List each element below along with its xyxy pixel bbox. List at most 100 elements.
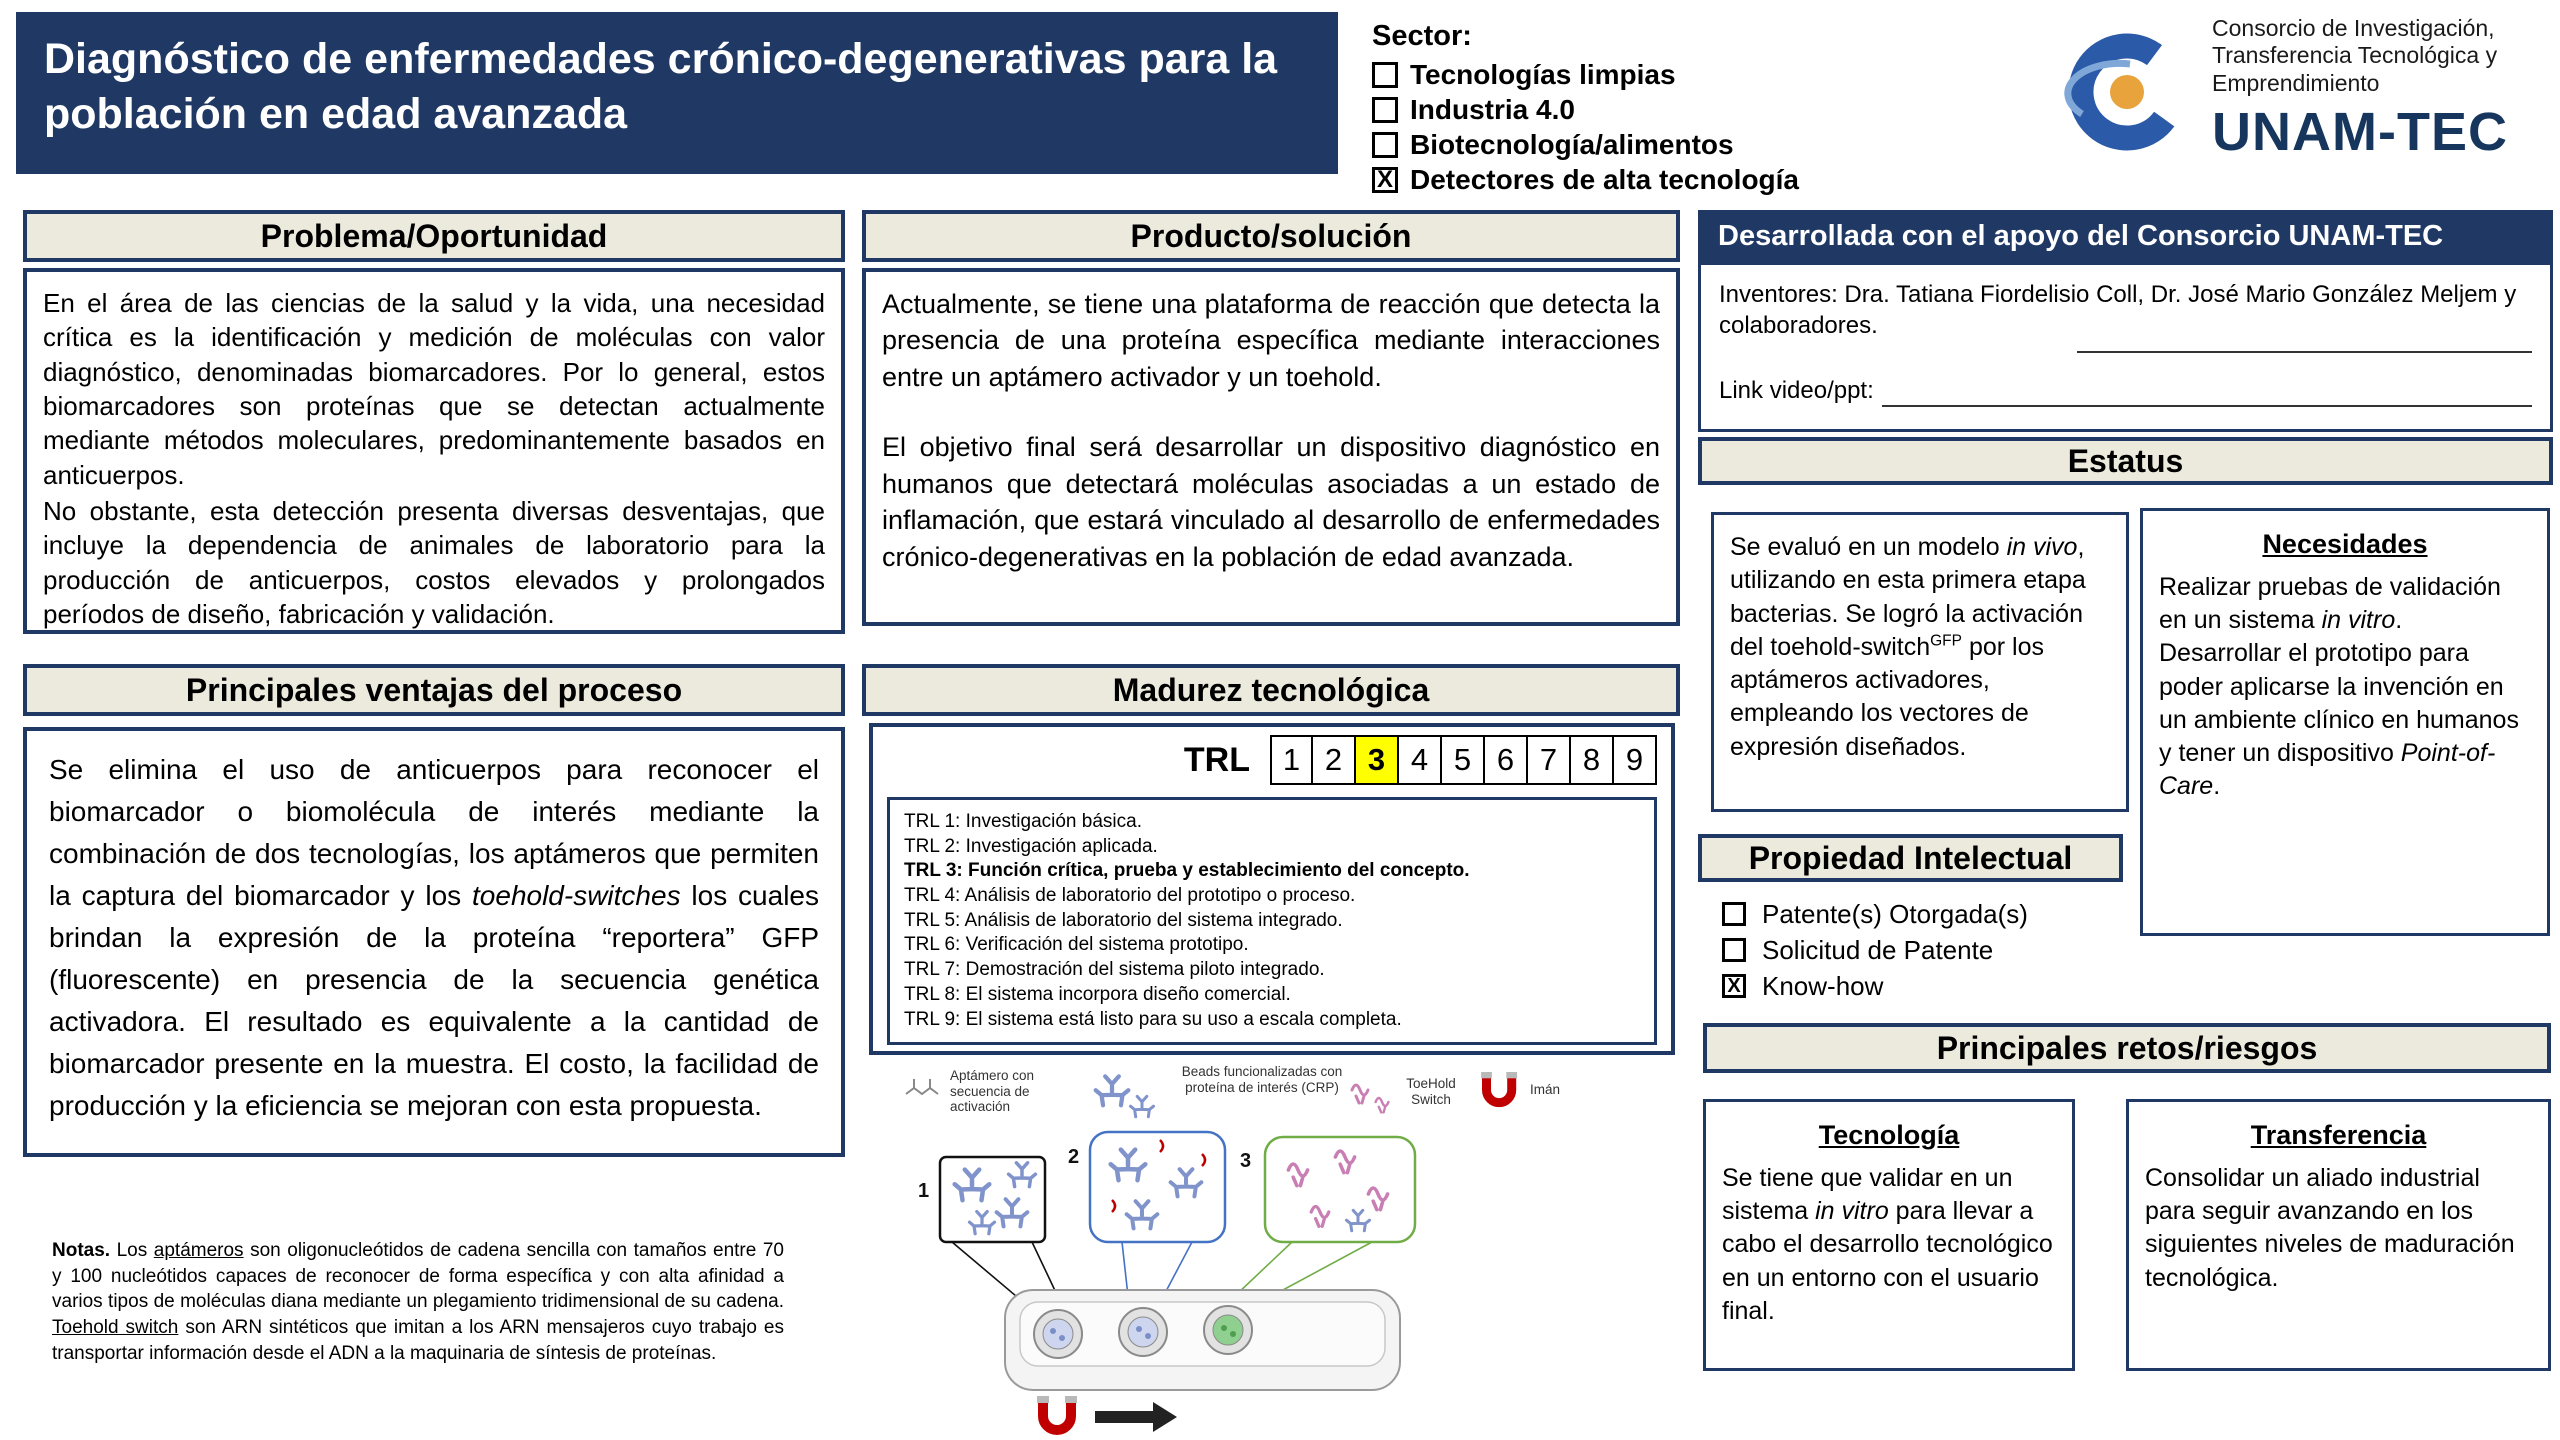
page-title: Diagnóstico de enfermedades crónico-dege…	[44, 35, 1278, 139]
section-title: Principales retos/riesgos	[1936, 1029, 2318, 1066]
checkbox-know-how[interactable]	[1722, 974, 1746, 998]
footnotes: Notas. Los aptámeros son oligonucleótido…	[52, 1240, 784, 1364]
unamtec-logo: Consorcio de Investigación, Transferenci…	[2052, 14, 2552, 164]
ventajas-body: Se elimina el uso de anticuerpos para re…	[23, 727, 845, 1157]
status-summary-text: Se evaluó en un modelo in vivo, utilizan…	[1730, 533, 2086, 761]
trl-cell-6: 6	[1485, 735, 1528, 785]
developed-with-title: Desarrollada con el apoyo del Consorcio …	[1718, 219, 2444, 252]
ip-option-patente-otorgada: Patente(s) Otorgada(s)	[1722, 896, 2152, 932]
diagram-step-2: 2	[1068, 1146, 1080, 1168]
title-banner: Diagnóstico de enfermedades crónico-dege…	[16, 12, 1338, 174]
producto-paragraph-2: El objetivo final será desarrollar un di…	[882, 432, 1660, 572]
diagram-label-aptamero: Aptámero con secuencia de activación	[950, 1068, 1035, 1115]
problema-body: En el área de las ciencias de la salud y…	[23, 268, 845, 634]
checkbox-solicitud-patente[interactable]	[1722, 938, 1746, 962]
trl-label: TRL	[1183, 740, 1250, 779]
section-title: Estatus	[2067, 442, 2184, 479]
ip-option-label: Know-how	[1762, 970, 1884, 1001]
sector-option-label: Detectores de alta tecnología	[1410, 163, 1800, 195]
process-diagram-figure	[905, 1062, 1690, 1440]
needs-text: Realizar pruebas de validación en un sis…	[2159, 572, 2519, 801]
sector-block: Sector: Tecnologías limpias Industria 4.…	[1372, 20, 2012, 197]
checkbox-tecnologias-limpias[interactable]	[1372, 61, 1398, 88]
transfer-risk-text: Consolidar un aliado industrial para seg…	[2145, 1163, 2515, 1292]
diagram-label-iman: Imán	[1530, 1082, 1561, 1097]
trl-cell-1: 1	[1270, 735, 1313, 785]
section-title: Producto/solución	[1130, 217, 1412, 254]
trl-legend-line: TRL 6: Verificación del sistema prototip…	[904, 934, 1249, 956]
sector-option-industria-40: Industria 4.0	[1372, 92, 2012, 127]
trl-legend: TRL 1: Investigación básica. TRL 2: Inve…	[887, 797, 1657, 1046]
trl-row: TRL 1 2 3 4 5 6 7 8 9	[887, 735, 1657, 785]
inventors-box: Inventores: Dra. Tatiana Fiordelisio Col…	[1698, 262, 2553, 432]
ip-option-know-how: Know-how	[1722, 968, 2152, 1004]
logo-name: UNAM-TEC	[2212, 101, 2508, 162]
producto-body: Actualmente, se tiene una plataforma de …	[862, 268, 1680, 626]
transfer-risk-title: Transferencia	[2250, 1120, 2427, 1150]
process-diagram: Aptámero con secuencia de activación Bea…	[890, 1062, 1690, 1440]
sector-option-tecnologias-limpias: Tecnologías limpias	[1372, 57, 2012, 92]
transfer-risk-box: Transferencia Consolidar un aliado indus…	[2126, 1099, 2551, 1371]
sector-option-label: Tecnologías limpias	[1410, 58, 1676, 90]
section-header-producto: Producto/solución	[862, 210, 1680, 262]
trl-cell-3-current: 3	[1356, 735, 1399, 785]
sector-option-detectores: Detectores de alta tecnología	[1372, 162, 2012, 197]
needs-title: Necesidades	[2262, 529, 2428, 559]
section-header-retos: Principales retos/riesgos	[1703, 1023, 2551, 1073]
ip-option-label: Solicitud de Patente	[1762, 934, 1994, 965]
producto-paragraph-1: Actualmente, se tiene una plataforma de …	[882, 289, 1660, 392]
trl-legend-line: TRL 5: Análisis de laboratorio del siste…	[904, 909, 1343, 931]
section-title: Problema/Oportunidad	[260, 217, 608, 254]
status-summary-box: Se evaluó en un modelo in vivo, utilizan…	[1711, 512, 2129, 812]
section-header-ventajas: Principales ventajas del proceso	[23, 664, 845, 716]
checkbox-industria-40[interactable]	[1372, 96, 1398, 123]
section-title: Madurez tecnológica	[1112, 671, 1430, 708]
trl-legend-line-current: TRL 3: Función crítica, prueba y estable…	[904, 860, 1470, 882]
trl-legend-line: TRL 4: Análisis de laboratorio del proto…	[904, 885, 1356, 907]
diagram-step-1: 1	[918, 1180, 930, 1202]
trl-legend-line: TRL 1: Investigación básica.	[904, 811, 1142, 832]
sector-option-label: Industria 4.0	[1410, 93, 1575, 125]
trl-cell-2: 2	[1313, 735, 1356, 785]
trl-legend-line: TRL 9: El sistema está listo para su uso…	[904, 1008, 1402, 1030]
checkbox-patente-otorgada[interactable]	[1722, 902, 1746, 926]
ip-option-label: Patente(s) Otorgada(s)	[1762, 898, 2028, 929]
ip-option-solicitud-patente: Solicitud de Patente	[1722, 932, 2152, 968]
developed-with-header: Desarrollada con el apoyo del Consorcio …	[1698, 210, 2553, 262]
unamtec-logo-icon	[2064, 33, 2186, 151]
trl-cell-7: 7	[1528, 735, 1571, 785]
link-row: Link video/ppt:	[1719, 375, 2532, 407]
trl-cell-5: 5	[1442, 735, 1485, 785]
section-title: Propiedad Intelectual	[1748, 839, 2073, 876]
section-header-problema: Problema/Oportunidad	[23, 210, 845, 262]
sector-option-biotecnologia: Biotecnología/alimentos	[1372, 127, 2012, 162]
diagram-label-toehold: ToeHold Switch	[1406, 1076, 1456, 1107]
trl-legend-line: TRL 2: Investigación aplicada.	[904, 835, 1158, 857]
section-title: Principales ventajas del proceso	[185, 671, 683, 708]
trl-legend-line: TRL 7: Demostración del sistema piloto i…	[904, 959, 1325, 981]
problema-paragraph-2: No obstante, esta detección presenta div…	[43, 495, 825, 629]
tech-risk-box: Tecnología Se tiene que validar en un si…	[1703, 1099, 2075, 1371]
trl-box: TRL 1 2 3 4 5 6 7 8 9 TRL 1: Investigaci…	[869, 723, 1675, 1055]
trl-cell-9: 9	[1614, 735, 1657, 785]
section-header-estatus: Estatus	[1698, 437, 2553, 485]
tech-risk-text: Se tiene que validar en un sistema in vi…	[1722, 1163, 2053, 1325]
checkbox-biotecnologia[interactable]	[1372, 131, 1398, 158]
diagram-step-3: 3	[1240, 1150, 1252, 1172]
checkbox-detectores[interactable]	[1372, 166, 1398, 193]
needs-box: Necesidades Realizar pruebas de validaci…	[2140, 508, 2550, 936]
trl-cell-8: 8	[1571, 735, 1614, 785]
section-header-ip: Propiedad Intelectual	[1698, 834, 2123, 882]
problema-paragraph-1: En el área de las ciencias de la salud y…	[43, 288, 825, 490]
sector-option-label: Biotecnología/alimentos	[1410, 128, 1734, 160]
signature-line	[2076, 351, 2532, 354]
tech-risk-title: Tecnología	[1818, 1120, 1960, 1150]
ip-checklist: Patente(s) Otorgada(s) Solicitud de Pate…	[1722, 896, 2152, 1004]
logo-org-text: Consorcio de Investigación, Transferenci…	[2212, 15, 2498, 96]
logo-text: Consorcio de Investigación, Transferenci…	[2212, 15, 2542, 162]
ventajas-paragraph: Se elimina el uso de anticuerpos para re…	[49, 754, 819, 1121]
link-blank-line	[1881, 385, 2532, 407]
sector-label: Sector:	[1372, 20, 1472, 52]
diagram-label-beads: Beads funcionalizadas con proteína de in…	[1181, 1064, 1343, 1095]
trl-cell-4: 4	[1399, 735, 1442, 785]
